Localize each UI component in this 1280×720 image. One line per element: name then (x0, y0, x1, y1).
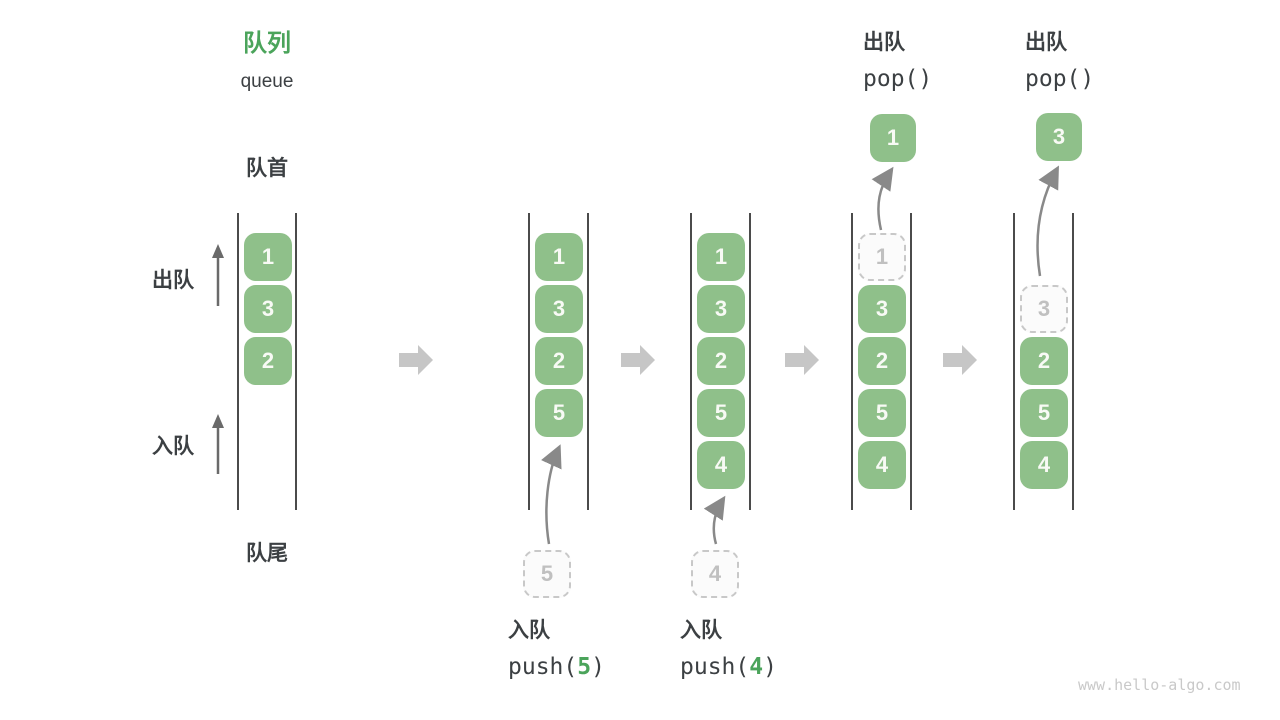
queue-element-removed: 3 (1020, 285, 1068, 333)
queue-element: 3 (697, 285, 745, 333)
queue-element: 4 (858, 441, 906, 489)
push-operation-label: 入队 push(5) (508, 619, 605, 680)
queue-element: 2 (697, 337, 745, 385)
queue-element: 5 (697, 389, 745, 437)
push-operation-code: push(4) (680, 654, 777, 680)
queue-element: 4 (1020, 441, 1068, 489)
queue-rear-label: 队尾 (246, 542, 288, 565)
pop-operation-code: pop() (863, 66, 933, 92)
dequeue-direction-arrow-icon (212, 244, 224, 306)
queue-wall (1072, 213, 1074, 510)
queue-element: 1 (697, 233, 745, 281)
queue-element: 2 (535, 337, 583, 385)
queue-wall (528, 213, 530, 510)
queue-element: 2 (1020, 337, 1068, 385)
queue-element: 3 (858, 285, 906, 333)
step-arrow-icon (943, 345, 977, 375)
push-operation-name: 入队 (508, 619, 550, 642)
pop-operation-label: 出队 pop() (1025, 31, 1094, 92)
queue-element-staged: 5 (523, 550, 571, 598)
queue-wall (910, 213, 912, 510)
enqueue-direction-arrow-icon (212, 414, 224, 474)
push-arg-value: 4 (749, 654, 764, 680)
step-arrow-icon (399, 345, 433, 375)
push-operation-label: 入队 push(4) (680, 619, 777, 680)
queue-wall (690, 213, 692, 510)
pop-operation-code: pop() (1025, 66, 1095, 92)
push-arg-value: 5 (577, 654, 592, 680)
diagram-title: 队列 queue (197, 30, 337, 93)
queue-element: 2 (858, 337, 906, 385)
queue-element: 5 (1020, 389, 1068, 437)
queue-element-removed: 1 (858, 233, 906, 281)
watermark: www.hello-algo.com (1078, 676, 1241, 694)
push-operation-name: 入队 (680, 619, 722, 642)
queue-element: 3 (244, 285, 292, 333)
diagram-title-zh: 队列 (243, 30, 291, 57)
queue-wall (749, 213, 751, 510)
enqueue-arrow-icon (703, 495, 726, 545)
pop-arrow-icon (1036, 165, 1059, 277)
pop-arrow-icon (871, 166, 894, 231)
step-arrow-icon (621, 345, 655, 375)
enqueue-arrow-icon (541, 444, 562, 545)
queue-element: 1 (535, 233, 583, 281)
enqueue-side-label: 入队 (152, 435, 194, 458)
popped-element: 1 (870, 114, 916, 162)
queue-element: 5 (858, 389, 906, 437)
diagram-title-en: queue (240, 71, 294, 92)
queue-element: 4 (697, 441, 745, 489)
step-arrow-icon (785, 345, 819, 375)
queue-wall (295, 213, 297, 510)
push-operation-code: push(5) (508, 654, 605, 680)
dequeue-side-label: 出队 (152, 269, 194, 292)
queue-element: 5 (535, 389, 583, 437)
queue-element: 1 (244, 233, 292, 281)
popped-element: 3 (1036, 113, 1082, 161)
queue-element: 2 (244, 337, 292, 385)
pop-operation-name: 出队 (863, 31, 905, 54)
pop-operation-label: 出队 pop() (863, 31, 932, 92)
queue-wall (587, 213, 589, 510)
queue-wall (851, 213, 853, 510)
pop-operation-name: 出队 (1025, 31, 1067, 54)
queue-element: 3 (535, 285, 583, 333)
queue-front-label: 队首 (246, 157, 288, 180)
queue-wall (1013, 213, 1015, 510)
queue-wall (237, 213, 239, 510)
queue-element-staged: 4 (691, 550, 739, 598)
